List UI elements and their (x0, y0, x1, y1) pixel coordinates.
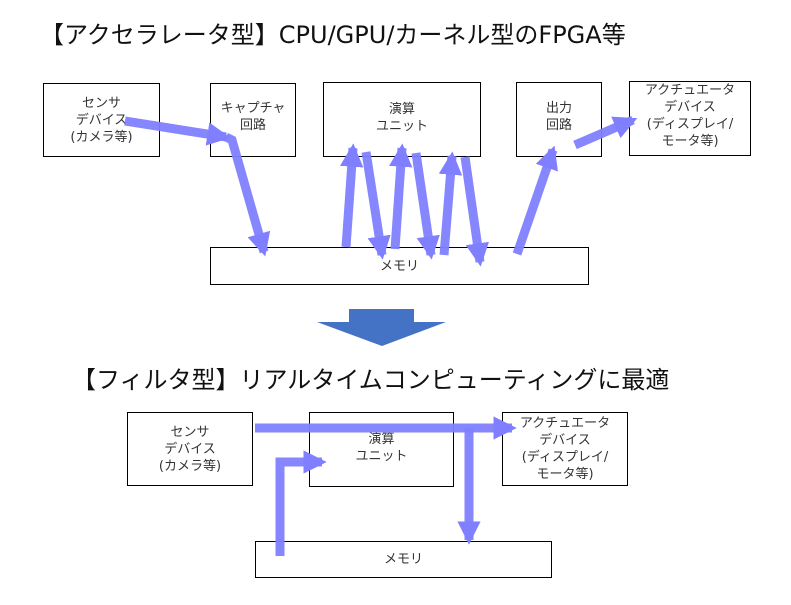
top-compute-unit-box: 演算 ユニット (323, 82, 481, 157)
filter-type-title: 【フィルタ型】リアルタイムコンピューティングに最適 (72, 366, 670, 394)
top-actuator-device-box: アクチュエータ デバイス (ディスプレイ/ モータ等) (629, 81, 751, 156)
top-output-circuit-box: 出力 回路 (516, 82, 602, 157)
top-capture-circuit-box: キャプチャ 回路 (210, 83, 296, 157)
bottom-memory-box: メモリ (255, 541, 552, 578)
arrow-memory-to-output (512, 145, 558, 256)
arrow-compute-to-memory-1 (361, 151, 391, 260)
accelerator-type-title: 【アクセラレータ型】CPU/GPU/カーネル型のFPGA等 (40, 21, 626, 49)
bottom-actuator-device-box: アクチュエータ デバイス (ディスプレイ/ モータ等) (502, 412, 628, 486)
arrow-memory-to-compute-3 (438, 151, 463, 256)
top-memory-box: メモリ (210, 247, 589, 285)
arrow-memory-to-compute-2 (389, 143, 413, 250)
arrow-memory-to-compute-1 (340, 143, 364, 248)
bottom-sensor-device-box: センサ デバイス (カメラ等) (127, 412, 253, 486)
transition-down-block-arrow (317, 309, 446, 346)
top-sensor-device-box: センサ デバイス (カメラ等) (43, 83, 160, 157)
arrow-compute-to-memory-2 (411, 152, 440, 260)
bottom-compute-unit-box: 演算 ユニット (309, 412, 454, 487)
